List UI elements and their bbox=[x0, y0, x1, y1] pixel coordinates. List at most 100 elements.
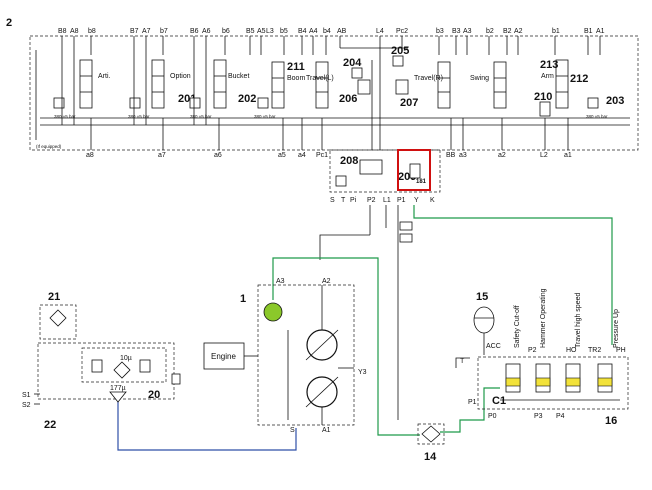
svg-text:P1: P1 bbox=[468, 399, 477, 406]
svg-text:B2: B2 bbox=[503, 28, 512, 35]
mcv-boundary bbox=[29, 35, 639, 151]
solenoid-valve-travel bbox=[565, 363, 581, 393]
svg-text:P1: P1 bbox=[397, 197, 406, 204]
svg-text:A2: A2 bbox=[322, 278, 331, 285]
svg-text:a1: a1 bbox=[564, 152, 572, 159]
svg-text:B4: B4 bbox=[298, 28, 307, 35]
svg-text:K: K bbox=[430, 197, 435, 204]
svg-text:Pc1: Pc1 bbox=[316, 152, 328, 159]
label-14: 14 bbox=[424, 451, 437, 463]
section-option: Option bbox=[170, 73, 191, 80]
svg-text:A6: A6 bbox=[202, 28, 211, 35]
engine-block: Engine bbox=[203, 342, 258, 370]
svg-text:b2: b2 bbox=[486, 28, 494, 35]
svg-text:a4: a4 bbox=[298, 152, 306, 159]
svg-text:a8: a8 bbox=[86, 152, 94, 159]
svg-text:10µ: 10µ bbox=[120, 355, 132, 362]
section-arm: Arm bbox=[541, 73, 554, 80]
center-valves: 204 205 206 207 bbox=[339, 45, 418, 150]
svg-text:b8: b8 bbox=[88, 28, 96, 35]
label-206: 206 bbox=[339, 93, 357, 105]
label-202: 202 bbox=[238, 93, 256, 105]
travel-high-speed-label: Travel high speed bbox=[575, 293, 582, 348]
svg-text:a7: a7 bbox=[158, 152, 166, 159]
solenoid-valve-safety bbox=[505, 363, 521, 393]
svg-text:P4: P4 bbox=[556, 413, 565, 420]
label-212: 212 bbox=[570, 73, 588, 85]
svg-text:B3: B3 bbox=[452, 28, 461, 35]
label-181: 181 bbox=[416, 179, 427, 185]
line-filter: 14 bbox=[417, 423, 445, 463]
lower-mcv: 208 209 bbox=[329, 149, 441, 193]
label-210: 210 bbox=[534, 91, 552, 103]
travel-left-spool: Travel(L) bbox=[306, 61, 334, 109]
mcv-bottom-ports: S T Pi P2 L1 P1 Y K bbox=[330, 197, 435, 204]
filter-icon bbox=[421, 425, 441, 443]
svg-text:A1: A1 bbox=[596, 28, 605, 35]
pilot-line bbox=[272, 205, 613, 436]
svg-text:a3: a3 bbox=[459, 152, 467, 159]
svg-text:A2: A2 bbox=[514, 28, 523, 35]
section-arti: Arti. bbox=[98, 73, 111, 80]
boom-spool: 211 Boom 380 ±5 bar bbox=[254, 61, 305, 119]
gear-pump-icon bbox=[263, 302, 283, 322]
svg-text:B7: B7 bbox=[130, 28, 139, 35]
label-20: 20 bbox=[148, 389, 160, 401]
label-204: 204 bbox=[343, 57, 362, 69]
label-207: 207 bbox=[400, 97, 418, 109]
arti-spool: Arti. 380 ±5 bar bbox=[53, 55, 111, 125]
svg-text:b5: b5 bbox=[280, 28, 288, 35]
travel-right-spool: Travel(R) bbox=[414, 61, 451, 109]
section-boom: Boom bbox=[287, 75, 305, 82]
svg-text:S2: S2 bbox=[22, 402, 31, 409]
label-205: 205 bbox=[391, 45, 409, 57]
strainer-icon bbox=[109, 391, 127, 403]
svg-text:380 ±5 bar: 380 ±5 bar bbox=[254, 114, 276, 119]
svg-text:L2: L2 bbox=[540, 152, 548, 159]
label-2: 2 bbox=[6, 17, 12, 29]
svg-text:TR2: TR2 bbox=[588, 347, 601, 354]
svg-text:S: S bbox=[290, 427, 295, 434]
svg-text:b6: b6 bbox=[222, 28, 230, 35]
svg-text:Pc2: Pc2 bbox=[396, 28, 408, 35]
solenoid-valve-hammer bbox=[535, 363, 551, 393]
svg-text:b3: b3 bbox=[436, 28, 444, 35]
arm-spool: 213 Arm 212 210 203 380 ±5 bar bbox=[534, 59, 624, 119]
svg-text:B1: B1 bbox=[584, 28, 593, 35]
svg-text:L3: L3 bbox=[266, 28, 274, 35]
svg-text:Y3: Y3 bbox=[358, 369, 367, 376]
svg-text:AB: AB bbox=[337, 28, 347, 35]
svg-text:BB: BB bbox=[446, 152, 456, 159]
svg-text:Y: Y bbox=[414, 197, 419, 204]
svg-text:Pi: Pi bbox=[350, 197, 357, 204]
svg-text:P2: P2 bbox=[528, 347, 537, 354]
main-lines bbox=[319, 205, 413, 420]
svg-text:380 ±5 bar: 380 ±5 bar bbox=[128, 114, 150, 119]
accumulator: 15 ACC bbox=[473, 291, 501, 355]
svg-text:B8: B8 bbox=[58, 28, 67, 35]
label-208: 208 bbox=[340, 155, 358, 167]
option-spool: Option 201 380 ±5 bar bbox=[128, 55, 196, 125]
svg-text:380 ±5 bar: 380 ±5 bar bbox=[190, 114, 212, 119]
hammer-operating-label: Hammer Operating bbox=[540, 288, 547, 348]
svg-text:a5: a5 bbox=[278, 152, 286, 159]
svg-text:HO: HO bbox=[566, 347, 577, 354]
if-equipped-note: (If equipped) bbox=[36, 144, 62, 149]
svg-text:ACC: ACC bbox=[486, 343, 501, 350]
svg-text:T: T bbox=[460, 358, 465, 365]
pressure-up-label: Pressure Up bbox=[613, 309, 620, 348]
suction-line bbox=[117, 396, 297, 451]
section-swing: Swing bbox=[470, 75, 489, 82]
svg-text:A3: A3 bbox=[463, 28, 472, 35]
label-c1: C1 bbox=[492, 395, 506, 407]
svg-text:a6: a6 bbox=[214, 152, 222, 159]
label-22: 22 bbox=[44, 419, 56, 431]
svg-text:S: S bbox=[330, 197, 335, 204]
bottom-port-labels: a8 a7 a6 a5 a4 Pc1 BB a3 a2 L2 a1 bbox=[86, 152, 572, 159]
svg-text:b4: b4 bbox=[323, 28, 331, 35]
svg-text:A8: A8 bbox=[70, 28, 79, 35]
svg-text:T: T bbox=[341, 197, 346, 204]
engine-label: Engine bbox=[211, 352, 236, 361]
svg-text:S1: S1 bbox=[22, 392, 31, 399]
svg-text:177µ: 177µ bbox=[110, 385, 126, 392]
